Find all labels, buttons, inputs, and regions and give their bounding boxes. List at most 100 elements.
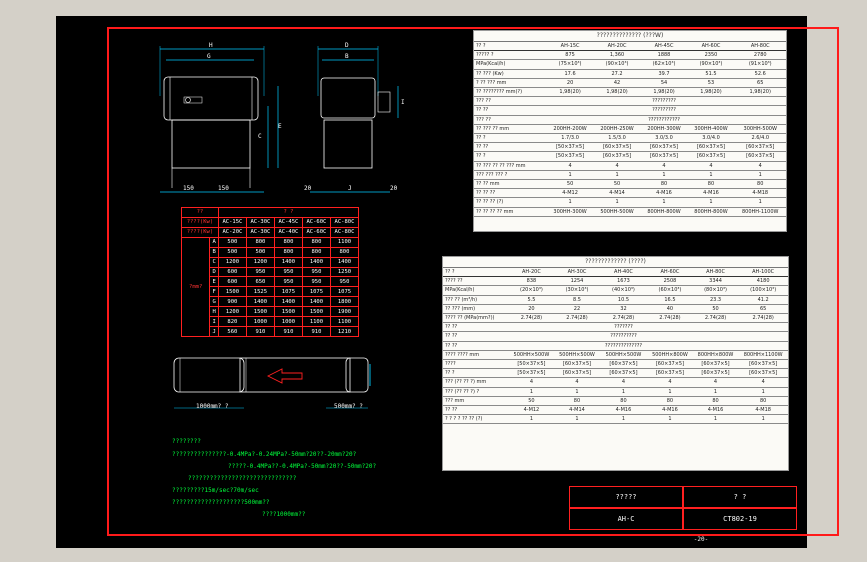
spec-cell: 1: [738, 387, 788, 397]
spec-row-label: ?? ?: [474, 151, 547, 162]
spec-cell: 2.6/4.0: [734, 133, 786, 144]
spec-row-label: ?? ??: [474, 142, 547, 153]
spec-cell: [60×37×5]: [599, 368, 648, 379]
spec-row-label: ??? ?? (m³/h): [443, 295, 509, 305]
spec-cell: 875: [546, 50, 594, 61]
spec-cell: 2780: [734, 50, 786, 61]
spec-cell: 300HH-500W: [734, 124, 786, 135]
spec-cell: 2350: [687, 50, 735, 61]
spec-cell: [50×37×5]: [508, 359, 555, 370]
spec-cell: 2.74(28): [692, 313, 739, 324]
spec-cell: 80: [687, 179, 735, 190]
spec-cell: AH-20C: [593, 42, 641, 52]
spec-cell: 20: [546, 78, 594, 89]
spec-row-label: ?? ?: [443, 368, 509, 379]
dim-table-cell: 1200: [217, 256, 247, 268]
dim-table-cell: 1075: [329, 286, 360, 298]
spec-cell: 4-M12: [508, 405, 555, 416]
spec-cell: 1: [640, 170, 688, 181]
spec-cell: [508, 341, 555, 351]
dim-table-cell: 650: [245, 276, 275, 288]
spec-cell: 800HH-800W: [640, 207, 688, 217]
spec-cell: [60×37×5]: [687, 142, 735, 153]
spec-cell: 4: [738, 377, 788, 388]
spec-cell: [687, 105, 735, 116]
dim-table-cell: 1100: [329, 236, 360, 248]
spec-cell: [554, 331, 600, 342]
side-dim-20-left: 20: [304, 185, 312, 192]
spec-cell: [647, 341, 693, 351]
spec-row-label: ????? ?: [474, 50, 547, 61]
spec-cell: 200HH-250W: [593, 124, 641, 135]
spec-cell: 53: [687, 78, 735, 89]
spec-row-label: ?? ?: [474, 133, 547, 144]
spec-cell: [50×37×5]: [546, 151, 594, 162]
dim-table-cell: 950: [245, 266, 275, 278]
spec-cell: 3344: [692, 276, 739, 287]
dim-table-cell: 500: [217, 236, 247, 248]
spec-cell: 65: [738, 304, 788, 315]
spec-panel-steam-title: ?????????????? (???W): [474, 31, 786, 42]
spec-cell: [554, 341, 600, 351]
spec-cell: 1: [734, 170, 786, 181]
spec-cell: 2.74(28): [738, 313, 788, 324]
spec-cell: [738, 331, 788, 342]
dim-table-model: AC-60C: [301, 216, 331, 228]
spec-cell: 300HH-400W: [687, 124, 735, 135]
spec-cell: [60×37×5]: [599, 359, 648, 370]
spec-cell: 27.2: [593, 69, 641, 79]
spec-row-label: ??? (?? ?? ?) ?: [443, 387, 509, 397]
spec-cell: [50×37×5]: [508, 368, 555, 379]
notes: ???????? ???????????????-0.4MPa?-0.24MPa…: [172, 438, 376, 518]
spec-row-label: ???? ??: [443, 276, 509, 287]
spec-cell: (30×10³): [554, 285, 600, 296]
technical-drawing: H G C E 150 150 D: [159, 42, 405, 518]
spec-cell: 1: [687, 197, 735, 208]
spec-cell: [687, 115, 735, 125]
spec-cell: [738, 322, 788, 333]
table-row: ??? ??????????????: [474, 115, 786, 125]
spec-cell: 20: [508, 304, 555, 315]
spec-cell: 4180: [738, 276, 788, 287]
dim-table-cell: 800: [329, 246, 360, 258]
dim-table-key: D: [209, 266, 219, 278]
spec-cell: 22: [554, 304, 600, 315]
spec-cell: 838: [508, 276, 555, 287]
spec-row-label: ?? ?: [474, 42, 547, 52]
dim-table-cell: 1400: [301, 256, 331, 268]
dim-table-key: H: [209, 306, 219, 318]
spec-cell: [60×37×5]: [692, 359, 739, 370]
table-row: ??? ???????????: [474, 96, 786, 107]
spec-row-label: ?? ???????? mm(?): [474, 87, 547, 98]
title-block-model: AH-C: [569, 508, 683, 530]
dim-table-cell: 1800: [329, 296, 360, 308]
spec-cell: [60×37×5]: [692, 368, 739, 379]
dim-table-key: I: [209, 316, 219, 328]
spec-cell: ???????: [599, 322, 648, 333]
spec-cell: [60×37×5]: [640, 142, 688, 153]
spec-cell: 3.0/4.0: [687, 133, 735, 144]
spec-row-label: ?? ??? ?? ?? ??? mm: [474, 161, 547, 171]
spec-cell: 40: [647, 304, 693, 315]
dim-table-cell: 1210: [329, 326, 360, 337]
spec-cell: ?????????: [640, 105, 688, 116]
table-row: ?? ?[50×37×5][60×37×5][60×37×5][60×37×5]…: [443, 368, 788, 379]
spec-cell: AH-20C: [508, 268, 555, 278]
dim-table-cell: 1525: [245, 286, 275, 298]
spec-row-label: ?? ??: [443, 341, 509, 351]
front-dim-150-left: 150: [183, 185, 194, 192]
front-dim-h: H: [209, 42, 213, 49]
spec-cell: 4: [599, 377, 648, 388]
dim-table-label-2: ????(Kw): [181, 226, 219, 238]
spec-cell: 2508: [647, 276, 693, 287]
dim-table-cell: 950: [273, 276, 303, 288]
spec-row-label: ?? ??: [443, 405, 509, 416]
table-row: ?? ???????????: [474, 105, 786, 116]
spec-cell: 4-M16: [692, 405, 739, 416]
